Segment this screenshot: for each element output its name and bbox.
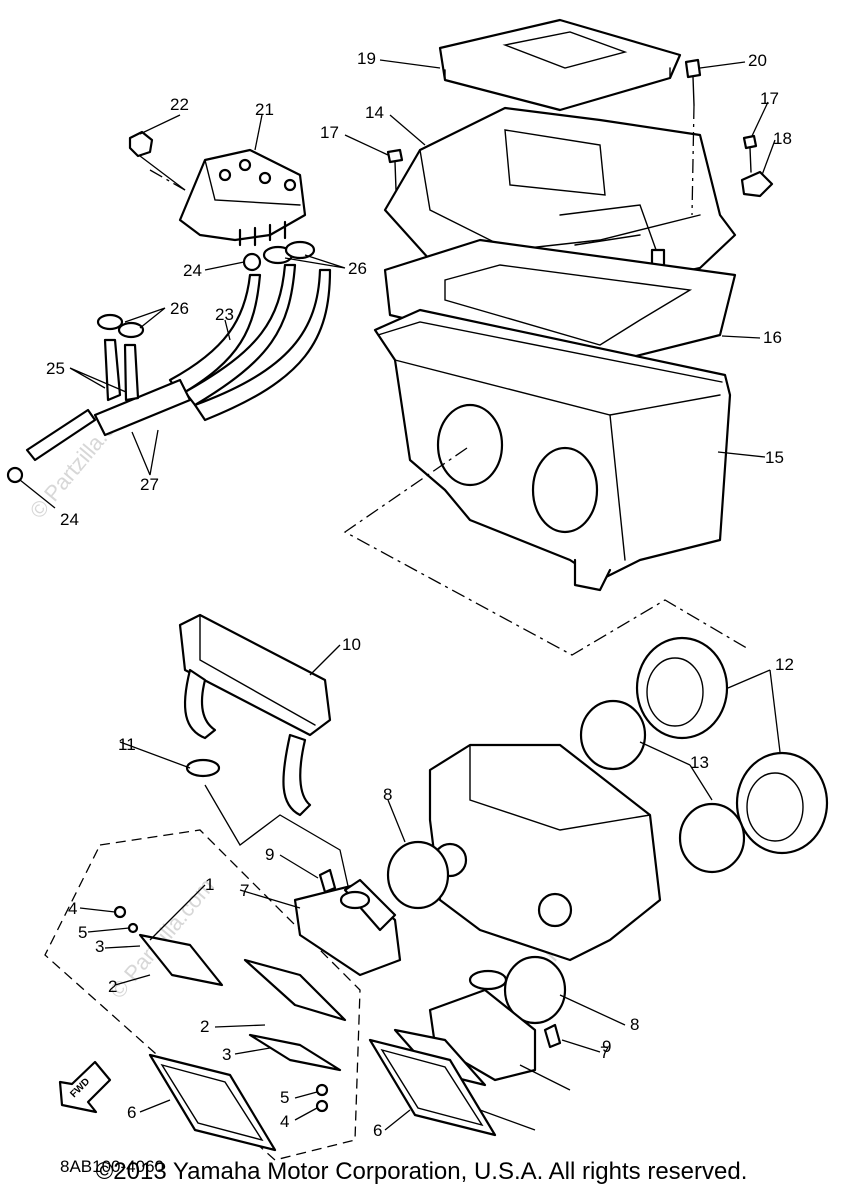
part-number-3: 3 [95,937,104,956]
joint-12b [735,751,829,855]
screw-17 [386,148,404,164]
washer-5b [315,1083,329,1097]
part-number-3: 3 [222,1045,231,1064]
gasket-6b [368,1038,497,1137]
screw-17-right [742,134,758,150]
assembly-guides [44,169,751,1161]
part-number-labels: 1 2 2 3 3 4 4 5 5 6 6 7 7 8 8 9 9 10 11 … [46,49,794,1140]
hose-clip-26b [284,240,316,260]
part-number-12: 12 [775,655,794,674]
part-number-8: 8 [383,785,392,804]
reed-plate-2 [243,958,347,1022]
joint-27 [93,378,192,437]
part-number-15: 15 [765,448,784,467]
air-filter-case [373,308,732,582]
part-number-2: 2 [200,1017,209,1036]
clip-24-lower [6,466,24,484]
part-number-7: 7 [600,1043,609,1062]
screw-4b [315,1099,329,1113]
fasteners-top [386,58,774,216]
fwd-arrow: FWD [58,1060,112,1114]
fuel-hose-25 [25,408,97,462]
air-filter-case-assembly [373,18,737,592]
part-number-6: 6 [127,1103,136,1122]
part-number-7: 7 [240,881,249,900]
part-number-13: 13 [690,753,709,772]
clamp-8b [503,955,567,1025]
part-number-10: 10 [342,635,361,654]
joint-12 [635,636,729,740]
drawing-code: 8AB100-4060 [60,1157,164,1176]
copyright-notice: ©2013 Yamaha Motor Corporation, U.S.A. A… [95,1158,748,1185]
part-number-26: 26 [348,259,367,278]
clamp-8 [386,840,450,910]
clamp-18 [740,170,774,198]
part-number-25: 25 [46,359,65,378]
part-number-20: 20 [748,51,767,70]
part-number-14: 14 [365,103,384,122]
part-number-5: 5 [280,1088,289,1107]
part-number-17: 17 [320,123,339,142]
carburetor-area [428,636,829,962]
clip-24 [242,252,262,272]
bolt-20 [684,58,702,79]
bolt-9b [543,1023,562,1049]
part-number-4: 4 [280,1112,289,1131]
clamp-13b [678,802,746,874]
nut-22 [128,130,154,158]
part-number-1: 1 [205,875,214,894]
part-number-2: 2 [108,977,117,996]
clip-11 [185,758,221,778]
part-number-16: 16 [763,328,782,347]
part-number-26: 26 [170,299,189,318]
part-number-9: 9 [265,845,274,864]
washer-5 [127,922,139,934]
part-number-17: 17 [760,89,779,108]
part-number-27: 27 [140,475,159,494]
part-number-23: 23 [215,305,234,324]
fuel-hose-23c [193,268,332,422]
case-port-right [531,446,599,534]
bolt-9 [318,868,337,894]
part-number-11: 11 [118,735,136,754]
part-number-18: 18 [773,129,792,148]
part-number-9: 9 [602,1037,611,1056]
leader-lines [19,59,781,1131]
part-number-6: 6 [373,1121,382,1140]
part-number-19: 19 [357,49,376,68]
part-number-21: 21 [255,100,274,119]
part-number-22: 22 [170,95,189,114]
screw-4 [113,905,127,919]
reed-valve-assembly [113,840,567,1152]
part-number-24: 24 [183,261,202,280]
part-number-8: 8 [630,1015,639,1034]
fuel-pump-assembly [6,130,332,484]
intake-silencer [178,613,332,817]
fuel-pump [178,148,307,242]
gasket-6 [148,1053,277,1152]
part-number-4: 4 [68,899,77,918]
case-port-left [436,403,504,487]
reed-block-3 [138,933,224,987]
clamp-13 [579,699,647,771]
part-number-5: 5 [78,923,87,942]
part-number-24: 24 [60,510,79,529]
